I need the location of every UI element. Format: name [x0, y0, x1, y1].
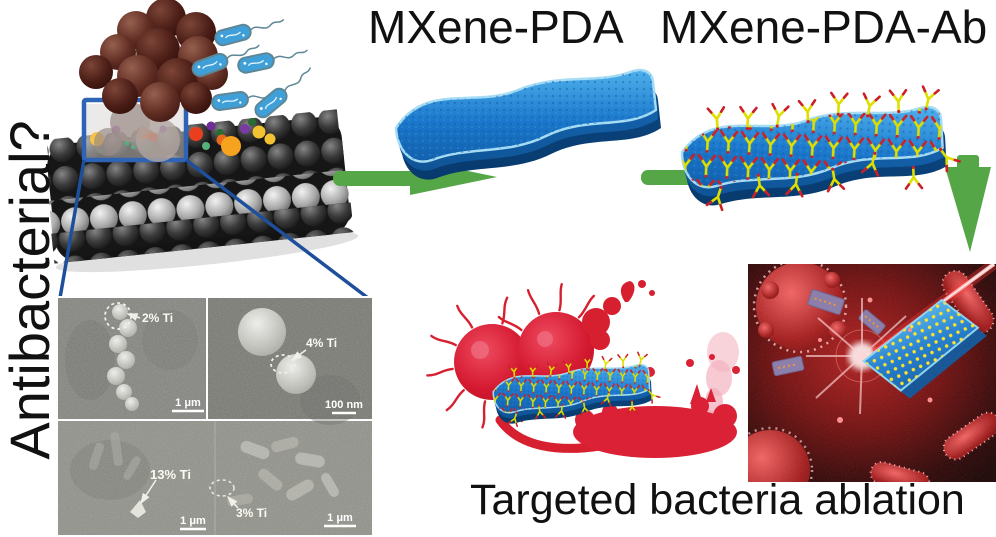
laser-ablation-photo: [748, 264, 996, 482]
question-label: Antibacterial?: [0, 120, 61, 460]
sem-grain-texture: [56, 296, 374, 537]
zoom-line-right: [184, 158, 370, 300]
sem-annotation-2ti: 2% Ti: [142, 311, 173, 325]
scale-bar-label-1: 1 μm: [175, 397, 201, 409]
mxene-pda-flake: [394, 68, 663, 181]
scale-bar-label-4: 1 μm: [327, 512, 353, 524]
planktonic-bacteria-swarm: [191, 18, 312, 119]
mxene-pda-ab-flake: [679, 74, 963, 222]
bacterium-pili-2: [497, 283, 596, 332]
step2-label-mxene-pda-ab: MXene-PDA-Ab: [660, 1, 988, 53]
sem-annotation-4ti: 4% Ti: [306, 336, 337, 350]
sem-annotation-3ti: 3% Ti: [236, 506, 267, 520]
scene-bacteria-lysis: [426, 280, 740, 458]
biofilm-cluster: [79, 0, 228, 162]
sem-annotations: 2% Ti 4% Ti 13% Ti 3% Ti: [104, 302, 337, 520]
result-label: Targeted bacteria ablation: [470, 476, 965, 524]
sem-montage: 2% Ti 4% Ti 13% Ti 3% Ti 1 μm 100 nm 1 μ…: [56, 296, 374, 537]
scale-bar-label-3: 1 μm: [180, 515, 206, 527]
bacterium-cell-2: [518, 312, 594, 388]
scale-bar-label-2: 100 nm: [325, 399, 363, 411]
arrow-down: [945, 155, 991, 252]
step1-label-mxene-pda: MXene-PDA: [368, 1, 624, 53]
sem-annotation-13ti: 13% Ti: [150, 467, 191, 482]
burst-splatter: [582, 280, 655, 350]
scene-biofilm-on-mxene: [46, 0, 370, 300]
zoom-line-left: [58, 159, 86, 299]
sem-scale-bars: [172, 409, 356, 531]
